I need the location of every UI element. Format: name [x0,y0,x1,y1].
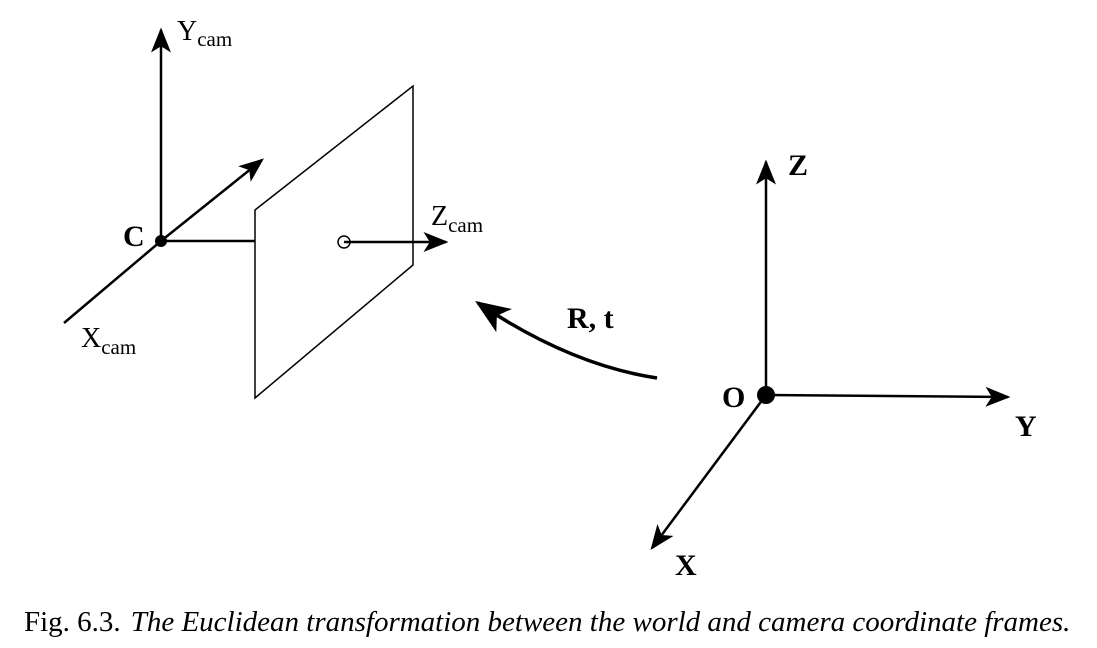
camera-x-axis-label: Xcam [81,323,136,359]
caption-label: Fig. 6.3. [24,606,121,638]
camera-z-sub: cam [448,213,483,237]
camera-y-main: Y [177,16,197,47]
figure-caption: Fig. 6.3. The Euclidean transformation be… [24,606,1070,639]
world-origin-point [757,386,775,404]
camera-x-axis [63,240,162,324]
camera-z-main: Z [431,201,448,232]
world-y-label: Y [1015,410,1037,443]
camera-y-sub: cam [197,27,232,51]
camera-frame: C Ycam Zcam Xcam [63,16,483,400]
camera-x-main: X [81,323,101,354]
camera-depth-axis-arrow [160,158,264,242]
world-z-label: Z [788,149,808,182]
world-y-axis [765,386,1011,407]
camera-center-point [155,235,167,247]
image-plane [254,84,414,400]
world-frame: O Z Y X [650,149,1037,582]
transformation-arrow [475,301,658,380]
camera-center-label: C [123,220,145,253]
world-origin-label: O [722,381,745,414]
transformation-label: R, t [567,302,614,335]
camera-y-axis-label: Ycam [177,16,232,51]
world-x-axis [650,394,768,551]
world-x-label: X [675,549,697,582]
camera-z-axis-label: Zcam [431,201,483,237]
caption-text: The Euclidean transformation between the… [130,606,1071,638]
camera-x-sub: cam [101,335,136,359]
transformation: R, t [475,301,658,380]
